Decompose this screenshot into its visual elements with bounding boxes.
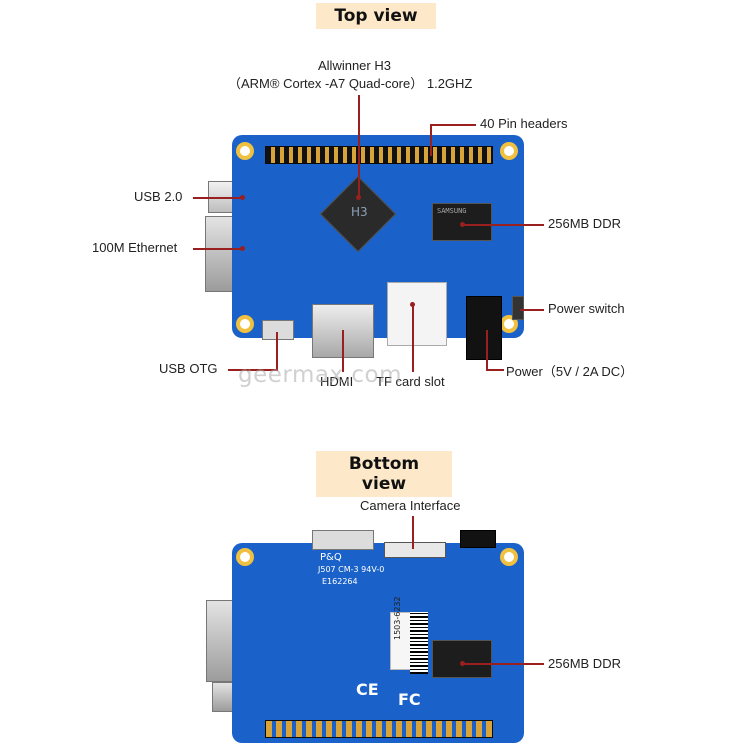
top-view-title: Top view	[316, 3, 436, 29]
usb2-label: USB 2.0	[134, 189, 183, 204]
mount-hole	[500, 548, 518, 566]
barcode	[410, 612, 428, 674]
cpu-pointer-line	[358, 95, 360, 197]
ddr-pointer-line-bottom	[462, 663, 544, 665]
mount-hole	[236, 315, 254, 333]
tf-slot-label: TF card slot	[376, 374, 445, 389]
power-switch	[512, 296, 524, 320]
ddr-pointer-dot-bottom	[460, 661, 465, 666]
usb-otg-label: USB OTG	[159, 361, 218, 376]
board-code1-text: J507 CM-3 94V-0	[318, 565, 385, 574]
hdmi-pointer-line	[342, 330, 344, 372]
cpu-pointer-dot	[356, 195, 361, 200]
bottom-ddr-chip	[432, 640, 492, 678]
power-pointer-v	[486, 330, 488, 369]
pin-pointer-line-h	[430, 124, 476, 126]
camera-interface-label: Camera Interface	[360, 498, 461, 513]
hdmi-label: HDMI	[320, 374, 354, 389]
camera-pointer-line	[412, 516, 414, 549]
gpio-40-pin-header-underside	[265, 720, 493, 738]
mount-hole	[500, 142, 518, 160]
ddr-pointer-line-top	[462, 224, 544, 226]
usb2-pointer-dot	[240, 195, 245, 200]
ddr-pointer-dot-top	[460, 222, 465, 227]
ethernet-label: 100M Ethernet	[92, 240, 178, 255]
gpio-40-pin-header	[265, 146, 493, 164]
power-switch-label: Power switch	[548, 301, 625, 316]
pin-headers-label: 40 Pin headers	[480, 116, 568, 131]
mount-hole	[236, 142, 254, 160]
power-label: Power（5V / 2A DC）	[506, 364, 634, 379]
hdmi-underside	[312, 530, 374, 550]
power-pointer-h	[486, 369, 504, 371]
cpu-chip-text: H3	[351, 205, 368, 219]
usb-otg-pointer-h	[228, 369, 278, 371]
power-jack	[466, 296, 502, 360]
serial-sticker-text: 1503-6232	[393, 596, 402, 640]
ddr-chip-text: SAMSUNG	[437, 207, 467, 215]
ethernet-pointer-line	[193, 248, 241, 250]
watermark: geermax.com	[238, 362, 402, 388]
usb-otg-port	[262, 320, 294, 340]
tf-card-slot	[387, 282, 447, 346]
ethernet-pointer-dot	[240, 246, 245, 251]
power-jack-underside	[460, 530, 496, 548]
mount-hole	[236, 548, 254, 566]
ddr-label-top: 256MB DDR	[548, 216, 621, 231]
ddr-label-bottom: 256MB DDR	[548, 656, 621, 671]
tf-pointer-line	[412, 304, 414, 372]
cpu-label-line1: Allwinner H3	[318, 58, 391, 73]
bottom-view-title: Bottom view	[316, 451, 452, 497]
power-switch-pointer-line	[520, 309, 544, 311]
usb-otg-pointer-v	[276, 332, 278, 371]
cpu-label-line2: （ARM® Cortex -A7 Quad-core） 1.2GHZ	[228, 76, 473, 91]
board-pq-text: P&Q	[320, 552, 342, 563]
board-code2-text: E162264	[322, 577, 358, 586]
camera-connector	[384, 542, 446, 558]
fc-mark: FC	[398, 690, 421, 709]
tf-pointer-dot	[410, 302, 415, 307]
usb2-pointer-line	[193, 197, 241, 199]
pin-pointer-line-v	[430, 124, 432, 156]
ce-mark: CE	[356, 680, 379, 699]
